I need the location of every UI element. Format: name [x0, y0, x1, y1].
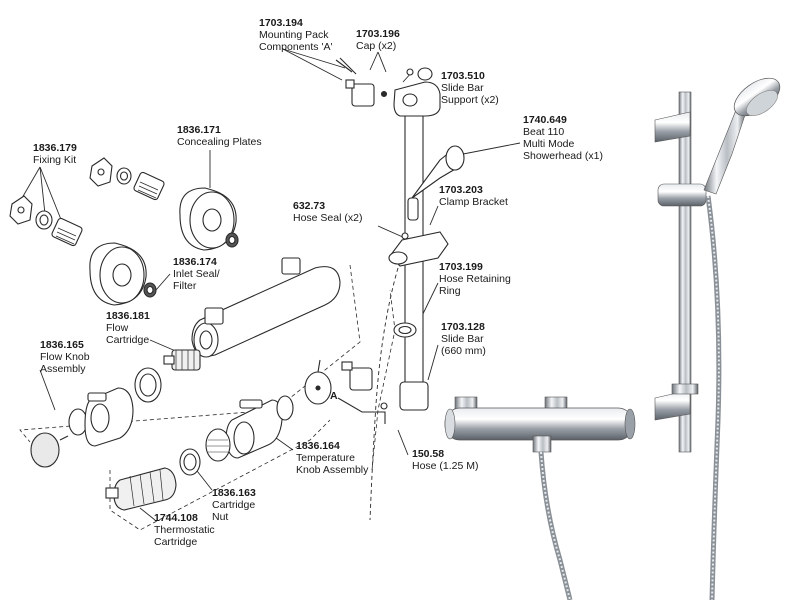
- exploded-outlines: [19, 264, 396, 531]
- marker-a: A: [330, 390, 338, 402]
- valve-body-exploded: [191, 257, 341, 358]
- part-desc: Components 'A': [259, 41, 333, 53]
- part-number: 1836.165: [40, 339, 84, 351]
- label-hose-seal: 632.73 Hose Seal (x2): [293, 200, 362, 224]
- part-desc: Inlet Seal/: [173, 268, 220, 280]
- part-desc: Cap (x2): [356, 40, 397, 52]
- part-desc: Temperature: [296, 452, 355, 464]
- part-desc: (660 mm): [441, 345, 486, 357]
- part-number: 1703.128: [441, 321, 485, 333]
- label-slide-bar-support: 1703.510 Slide Bar Support (x2): [441, 70, 499, 106]
- temperature-knob-parts: [105, 395, 294, 511]
- label-mounting-pack: 1703.194 Mounting Pack Components 'A': [259, 17, 332, 53]
- label-temperature-knob: 1836.164 Temperature Knob Assembly: [296, 440, 368, 476]
- part-desc: Ring: [439, 285, 461, 297]
- part-number: 1836.171: [177, 124, 221, 136]
- label-showerhead: 1740.649 Beat 110 Multi Mode Showerhead …: [523, 114, 603, 162]
- label-flow-knob: 1836.165 Flow Knob Assembly: [40, 339, 90, 375]
- mounting-pack-top: [335, 57, 433, 107]
- part-desc: Flow: [106, 322, 129, 334]
- label-concealing-plates: 1836.171 Concealing Plates: [177, 124, 262, 148]
- label-cap: 1703.196 Cap (x2): [356, 28, 400, 52]
- valve-photo: [444, 396, 636, 600]
- part-desc: Showerhead (x1): [523, 150, 603, 162]
- part-desc: Hose Retaining: [439, 273, 511, 285]
- label-hose: 150.58 Hose (1.25 M): [412, 448, 479, 472]
- part-desc: Thermostatic: [154, 524, 215, 536]
- part-desc: Hose (1.25 M): [412, 460, 479, 472]
- flow-knob-parts: [30, 349, 201, 468]
- part-desc: Slide Bar: [441, 82, 484, 94]
- part-desc: Clamp Bracket: [439, 196, 508, 208]
- part-number: 1836.179: [33, 142, 77, 154]
- part-number: 632.73: [293, 200, 326, 212]
- part-desc: Cartridge: [212, 499, 256, 511]
- part-number: 1703.199: [439, 261, 483, 273]
- part-number: 1703.196: [356, 28, 400, 40]
- label-fixing-kit: 1836.179 Fixing Kit: [33, 142, 77, 166]
- label-inlet-seal: 1836.174 Inlet Seal/ Filter: [173, 256, 220, 292]
- part-desc: Filter: [173, 280, 197, 292]
- part-number: 1836.181: [106, 310, 150, 322]
- part-desc: Assembly: [40, 363, 86, 375]
- part-desc: Nut: [212, 511, 229, 523]
- part-desc: Beat 110: [523, 126, 565, 138]
- part-desc: Cartridge: [154, 536, 198, 548]
- part-number: 1703.510: [441, 70, 485, 82]
- label-hose-retaining-ring: 1703.199 Hose Retaining Ring: [439, 261, 511, 297]
- part-number: 1836.163: [212, 487, 256, 499]
- part-desc: Cartridge: [106, 334, 150, 346]
- part-number: 150.58: [412, 448, 445, 460]
- part-desc: Flow Knob: [40, 351, 90, 363]
- label-thermostatic-cartridge: 1744.108 Thermostatic Cartridge: [154, 512, 215, 548]
- riser-rail-photo: [654, 77, 781, 600]
- label-clamp-bracket: 1703.203 Clamp Bracket: [439, 184, 508, 208]
- part-number: 1703.203: [439, 184, 483, 196]
- slide-bar-drawing: [369, 81, 465, 521]
- label-slide-bar: 1703.128 Slide Bar (660 mm): [441, 321, 486, 357]
- part-number: 1744.108: [154, 512, 198, 524]
- part-desc: Multi Mode: [523, 138, 575, 150]
- part-number: 1836.164: [296, 440, 340, 452]
- part-desc: Knob Assembly: [296, 464, 369, 476]
- part-desc: Hose Seal (x2): [293, 212, 363, 224]
- mounting-pack-lower: [304, 359, 388, 424]
- part-desc: Fixing Kit: [33, 154, 77, 166]
- part-number: 1740.649: [523, 114, 567, 126]
- part-desc: Mounting Pack: [259, 29, 329, 41]
- concealing-plates: [89, 187, 239, 306]
- part-desc: Support (x2): [441, 94, 499, 106]
- part-number: 1836.174: [173, 256, 217, 268]
- label-cartridge-nut: 1836.163 Cartridge Nut: [212, 487, 256, 523]
- fixing-kit-parts: [9, 157, 165, 247]
- part-desc: Slide Bar: [441, 333, 484, 345]
- part-desc: Concealing Plates: [177, 136, 262, 148]
- label-flow-cartridge: 1836.181 Flow Cartridge: [106, 310, 150, 346]
- part-number: 1703.194: [259, 17, 303, 29]
